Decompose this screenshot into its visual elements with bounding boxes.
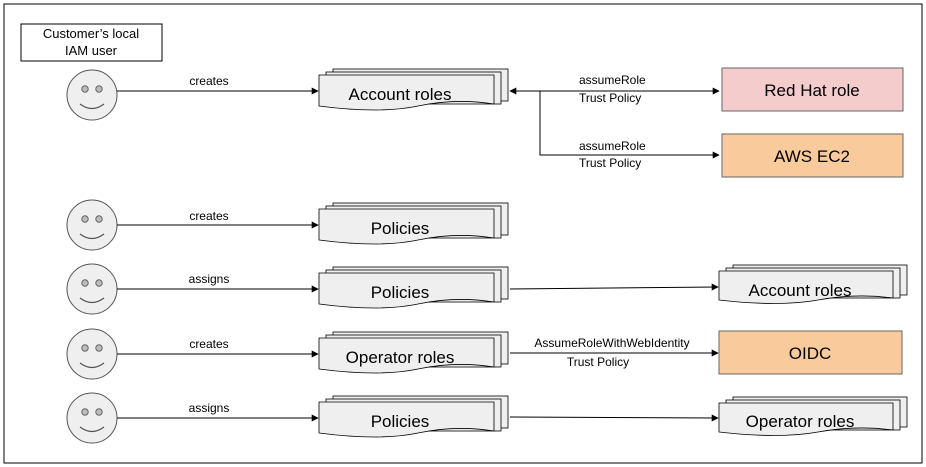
doc-label: Policies xyxy=(371,412,430,431)
doc-label: Account roles xyxy=(349,85,452,104)
trust-label-line2: Trust Policy xyxy=(579,156,641,170)
user-face-icon xyxy=(66,69,118,121)
edge-label-assigns: assigns xyxy=(189,272,230,286)
user-face-icon xyxy=(66,328,118,380)
assign-target-connector xyxy=(509,283,719,291)
trust-label-line1: assumeRole xyxy=(579,139,646,153)
doc-label: Operator roles xyxy=(746,412,855,431)
diagram-frame xyxy=(3,3,923,464)
iam-user-label-line2: IAM user xyxy=(65,43,118,58)
edge-label-creates: creates xyxy=(189,209,228,223)
oidc-edge-label-line1: AssumeRoleWithWebIdentity xyxy=(534,336,689,350)
doc-label: Account roles xyxy=(749,281,852,300)
redhat-role-box: Red Hat role xyxy=(721,67,904,112)
multi-doc-operator-roles: Operator roles xyxy=(318,331,509,374)
multi-doc-account-roles: Account roles xyxy=(318,68,509,111)
iam-user-box: Customer’s local IAM user xyxy=(20,23,163,62)
redhat-role-label: Red Hat role xyxy=(764,81,859,100)
aws-ec2-label: AWS EC2 xyxy=(774,147,850,166)
doc-label: Policies xyxy=(371,219,430,238)
multi-doc-policies: Policies xyxy=(318,202,509,245)
user-face-icon xyxy=(66,263,118,315)
oidc-label: OIDC xyxy=(789,344,832,363)
oidc-box: OIDC xyxy=(718,330,903,375)
edge-label-creates: creates xyxy=(189,74,228,88)
edge-label-creates: creates xyxy=(189,337,228,351)
doc-label: Policies xyxy=(371,283,430,302)
user-face-icon xyxy=(66,392,118,444)
trust-label-line1: assumeRole xyxy=(579,73,646,87)
iam-user-label-line1: Customer’s local xyxy=(43,26,139,41)
assign-target-connector xyxy=(509,414,719,422)
oidc-edge-label-line2: Trust Policy xyxy=(567,355,629,369)
multi-doc-operator-roles-target: Operator roles xyxy=(718,396,908,436)
aws-ec2-box: AWS EC2 xyxy=(721,133,904,178)
trust-label-line2: Trust Policy xyxy=(579,91,641,105)
multi-doc-policies: Policies xyxy=(318,266,509,309)
user-face-icon xyxy=(66,199,118,251)
doc-label: Operator roles xyxy=(346,348,455,367)
edge-label-assigns: assigns xyxy=(189,401,230,415)
multi-doc-account-roles-target: Account roles xyxy=(718,264,908,304)
multi-doc-policies: Policies xyxy=(318,395,509,438)
trust-connector-aws xyxy=(539,91,720,159)
